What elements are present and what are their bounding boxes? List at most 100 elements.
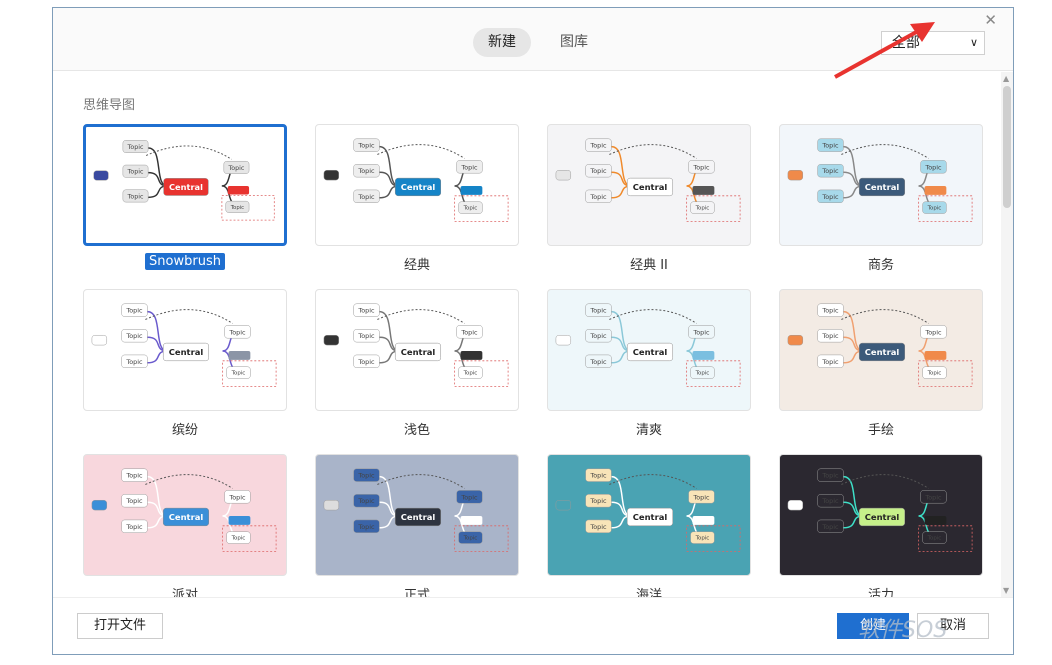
template-name-text: 缤纷 <box>171 423 198 438</box>
svg-text:Topic: Topic <box>463 206 478 212</box>
svg-text:Topic: Topic <box>127 169 144 176</box>
svg-text:Topic: Topic <box>821 142 839 150</box>
cancel-button[interactable]: 取消 <box>917 613 989 639</box>
svg-text:Topic: Topic <box>821 193 839 201</box>
vertical-scrollbar[interactable]: ▲ ▼ <box>1001 72 1013 597</box>
svg-text:Topic: Topic <box>357 167 375 175</box>
svg-text:Topic: Topic <box>589 472 607 480</box>
svg-text:Topic: Topic <box>357 358 375 366</box>
svg-text:Topic: Topic <box>125 332 143 340</box>
svg-text:Topic: Topic <box>125 523 143 531</box>
svg-text:Topic: Topic <box>589 307 607 315</box>
svg-text:Topic: Topic <box>927 206 942 212</box>
svg-text:Topic: Topic <box>589 142 607 150</box>
svg-text:Topic: Topic <box>589 193 607 201</box>
svg-text:Topic: Topic <box>821 523 839 531</box>
svg-text:Topic: Topic <box>231 371 246 377</box>
template-name: 海洋 <box>547 584 751 597</box>
template-name: 手绘 <box>779 419 983 438</box>
template-name: 正式 <box>315 584 519 597</box>
svg-text:Topic: Topic <box>228 493 246 501</box>
svg-text:Topic: Topic <box>692 163 710 171</box>
template-name-text: 派对 <box>171 588 198 597</box>
svg-text:Topic: Topic <box>357 193 375 201</box>
close-icon[interactable]: ✕ <box>984 11 997 29</box>
svg-text:Topic: Topic <box>927 371 942 377</box>
svg-text:Topic: Topic <box>695 371 710 377</box>
svg-text:Central: Central <box>169 182 203 192</box>
svg-text:Topic: Topic <box>460 163 478 171</box>
svg-text:Central: Central <box>865 347 900 357</box>
template-name-text: 手绘 <box>867 423 894 438</box>
svg-text:Topic: Topic <box>127 144 144 151</box>
template-name-text: 浅色 <box>403 423 430 438</box>
template-name: Snowbrush <box>83 253 287 270</box>
open-file-button[interactable]: 打开文件 <box>77 613 163 639</box>
svg-text:Topic: Topic <box>924 328 942 336</box>
svg-text:Topic: Topic <box>231 536 246 542</box>
svg-text:Topic: Topic <box>125 358 143 366</box>
scrollbar-thumb[interactable] <box>1003 86 1011 208</box>
svg-text:Topic: Topic <box>460 328 478 336</box>
category-filter-select[interactable]: 全部 ∨ <box>881 31 985 55</box>
svg-text:Topic: Topic <box>357 523 375 531</box>
template-name-text: 活力 <box>867 588 894 597</box>
svg-text:Central: Central <box>401 347 436 357</box>
svg-text:Topic: Topic <box>357 332 375 340</box>
svg-text:Central: Central <box>633 182 668 192</box>
svg-text:Topic: Topic <box>692 328 710 336</box>
tab-new[interactable]: 新建 <box>473 28 531 57</box>
svg-text:Topic: Topic <box>230 205 244 211</box>
svg-text:Topic: Topic <box>821 167 839 175</box>
template-name: 活力 <box>779 584 983 597</box>
svg-text:Central: Central <box>401 512 436 522</box>
template-name: 派对 <box>83 584 287 597</box>
svg-text:Topic: Topic <box>589 167 607 175</box>
scroll-up-icon[interactable]: ▲ <box>1003 74 1010 83</box>
svg-text:Topic: Topic <box>463 536 478 542</box>
svg-text:Topic: Topic <box>695 536 710 542</box>
svg-text:Topic: Topic <box>924 493 942 501</box>
section-title: 思维导图 <box>83 98 136 113</box>
svg-text:Topic: Topic <box>125 497 143 505</box>
dialog-header: 新建 图库 全部 ∨ ✕ <box>53 8 1013 71</box>
svg-text:Topic: Topic <box>589 523 607 531</box>
tab-gallery[interactable]: 图库 <box>560 34 588 50</box>
svg-text:Topic: Topic <box>463 371 478 377</box>
svg-text:Central: Central <box>633 512 668 522</box>
svg-text:Topic: Topic <box>821 497 839 505</box>
template-name-text: Snowbrush <box>145 253 225 270</box>
svg-text:Topic: Topic <box>695 206 710 212</box>
create-button[interactable]: 创建 <box>837 613 909 639</box>
svg-text:Central: Central <box>169 347 204 357</box>
dialog-footer: 打开文件 创建 取消 <box>53 597 1013 654</box>
svg-text:Topic: Topic <box>357 497 375 505</box>
scroll-down-icon[interactable]: ▼ <box>1003 586 1010 595</box>
svg-text:Topic: Topic <box>357 472 375 480</box>
svg-text:Topic: Topic <box>228 328 246 336</box>
svg-text:Topic: Topic <box>589 497 607 505</box>
svg-text:Topic: Topic <box>125 307 143 315</box>
svg-text:Topic: Topic <box>589 332 607 340</box>
